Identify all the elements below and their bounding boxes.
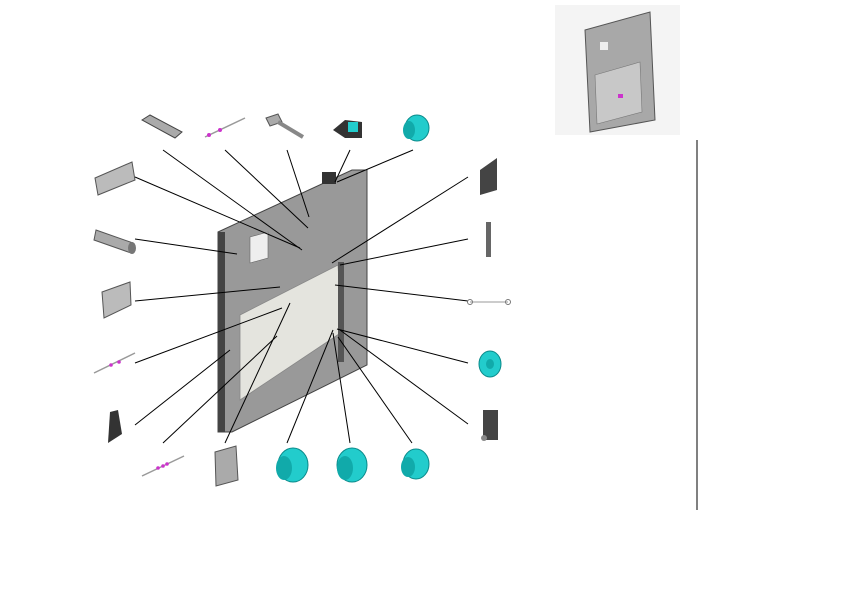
tube-icon (93, 229, 136, 254)
cover-plate-icon (214, 445, 239, 487)
cam-icon (108, 410, 122, 443)
bracket-icon (333, 120, 362, 138)
pad-icon (141, 114, 183, 139)
leader-lines (134, 149, 469, 444)
shaft-pin-icon (141, 455, 185, 477)
guide-bracket-icon (101, 281, 132, 319)
latch-icon (486, 222, 491, 257)
roller-icon (336, 447, 368, 483)
shaft-pin-icon (204, 117, 246, 138)
spring-icon (467, 299, 511, 305)
roller-icon (403, 114, 430, 142)
roller-icon (401, 448, 430, 480)
main-panel (217, 169, 368, 433)
roller-icon (276, 447, 309, 483)
sensor-bracket-icon (481, 410, 498, 441)
lever-icon (265, 113, 305, 139)
assembly-thumbnail (555, 5, 680, 135)
guide-plate-icon (94, 161, 136, 196)
side-bracket-icon (480, 158, 497, 195)
shaft-pin-icon (93, 352, 136, 374)
roller-icon (478, 350, 502, 378)
